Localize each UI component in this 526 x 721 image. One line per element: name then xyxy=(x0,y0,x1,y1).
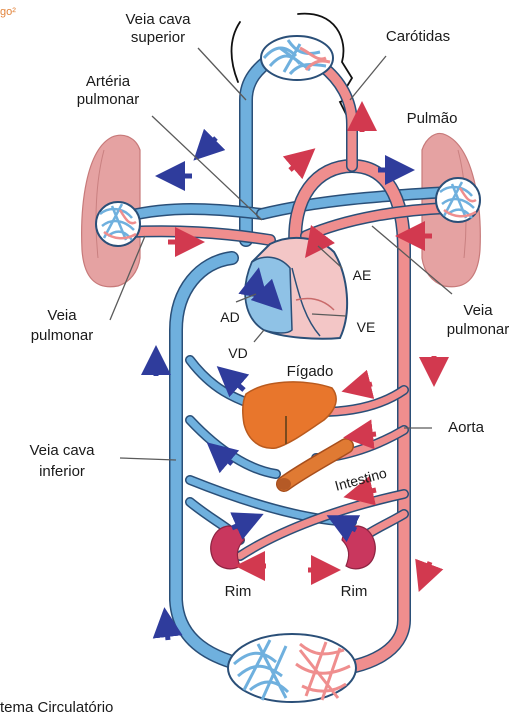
label-pulmao: Pulmão xyxy=(407,110,458,127)
label-veia-pulmonar-right-1: Veia xyxy=(463,302,493,319)
kidney-right xyxy=(342,526,375,569)
label-veia-cava-superior-1: Veia cava xyxy=(125,11,191,28)
label-veia-pulmonar-right-2: pulmonar xyxy=(447,321,510,338)
label-arteria-pulmonar-1: Artéria xyxy=(86,73,131,90)
label-vd: VD xyxy=(228,345,247,361)
label-veia-pulmonar-left-1: Veia xyxy=(47,307,77,324)
label-arteria-pulmonar-2: pulmonar xyxy=(77,91,140,108)
label-veia-cava-inferior-1: Veia cava xyxy=(29,442,95,459)
left-lung-capillary-bed xyxy=(96,202,140,246)
right-lung-capillary-bed xyxy=(436,178,480,222)
label-rim-left: Rim xyxy=(225,583,252,600)
label-veia-cava-inferior-2: inferior xyxy=(39,463,85,480)
label-ve: VE xyxy=(357,319,376,335)
figure-caption: tema Circulatório xyxy=(0,699,113,716)
label-aorta: Aorta xyxy=(448,419,485,436)
label-veia-pulmonar-left-2: pulmonar xyxy=(31,327,94,344)
kidney-left xyxy=(211,526,244,569)
label-veia-cava-superior-2: superior xyxy=(131,29,185,46)
label-ad: AD xyxy=(220,309,239,325)
head-capillary-bed xyxy=(261,36,333,80)
credit-text: go² xyxy=(0,6,16,18)
label-carotidas: Carótidas xyxy=(386,28,450,45)
label-rim-right: Rim xyxy=(341,583,368,600)
label-intestino: Intestino xyxy=(333,465,388,494)
label-ae: AE xyxy=(353,267,372,283)
heart xyxy=(245,238,347,339)
body-capillary-bed xyxy=(228,634,356,702)
label-figado: Fígado xyxy=(287,363,334,380)
liver xyxy=(243,382,336,448)
